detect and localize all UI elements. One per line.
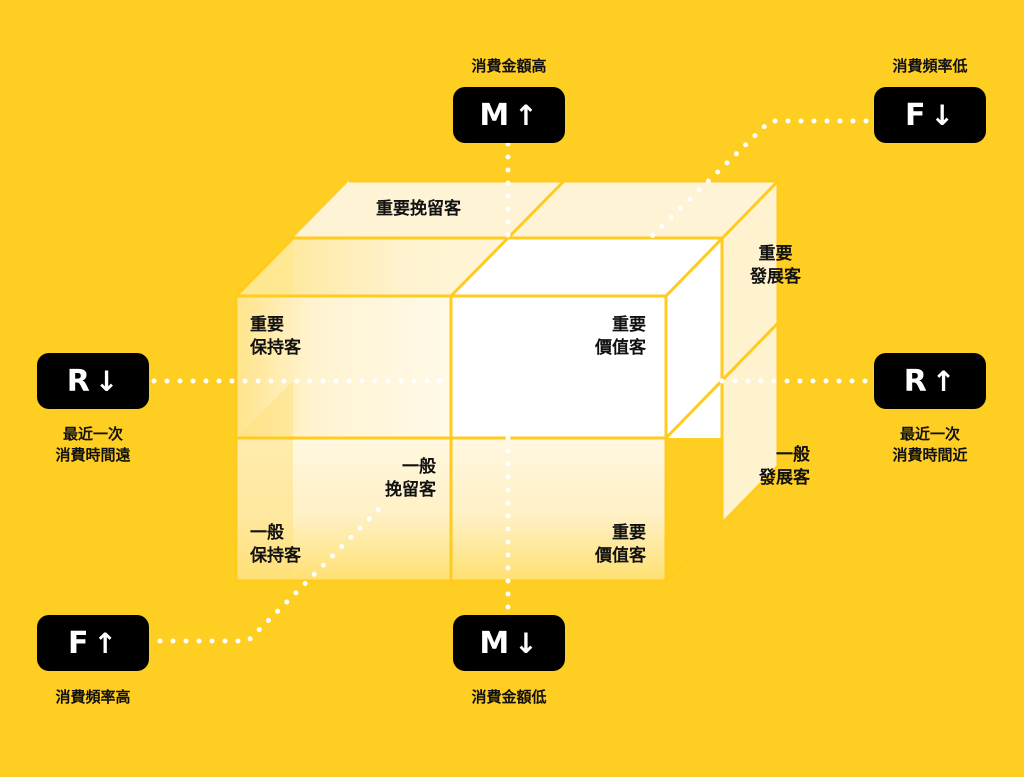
arrow-down-icon: ↓ [514,626,539,660]
caption-r-down: 最近一次 消費時間遠 [55,425,131,464]
badge-letter: R [903,363,928,399]
arrow-up-icon: ↑ [514,98,539,132]
badge-r-down: R ↓ [37,353,149,409]
dotted-connectors [151,118,875,644]
connector-f-down [647,118,869,241]
badge-f-down: F ↓ [874,87,986,143]
caption-f-down: 消費頻率低 [892,57,968,75]
segment-general-develop: 一般 發展客 [759,445,810,488]
segment-general-keep: 一般 保持客 [250,523,301,566]
badge-letter: R [66,363,91,399]
arrow-up-icon: ↑ [931,364,957,398]
arrow-up-icon: ↑ [93,626,118,660]
segment-important-value-bottom: 重要 價值客 [595,523,646,566]
badge-letter: F [68,625,90,661]
badge-letter: M [479,625,511,661]
arrow-down-icon: ↓ [930,98,955,132]
arrow-down-icon: ↓ [94,364,120,398]
badge-letter: M [479,97,511,133]
segment-important-keep: 重要 保持客 [250,315,301,358]
badge-f-up: F ↑ [37,615,149,671]
caption-f-up: 消費頻率高 [55,688,131,706]
caption-m-down: 消費金額低 [471,688,547,706]
badge-m-down: M ↓ [453,615,565,671]
segment-important-value-top: 重要 價值客 [595,315,646,358]
badge-letter: F [905,97,927,133]
cube-front-faces [236,238,722,581]
caption-m-up: 消費金額高 [471,57,547,75]
segment-general-retain: 一般 挽留客 [385,457,436,500]
badge-r-up: R ↑ [874,353,986,409]
segment-important-develop: 重要 發展客 [750,244,801,287]
cube-edges [234,179,780,583]
caption-r-up: 最近一次 消費時間近 [892,425,968,464]
badge-m-up: M ↑ [453,87,565,143]
segment-important-retain: 重要挽留客 [376,199,461,219]
